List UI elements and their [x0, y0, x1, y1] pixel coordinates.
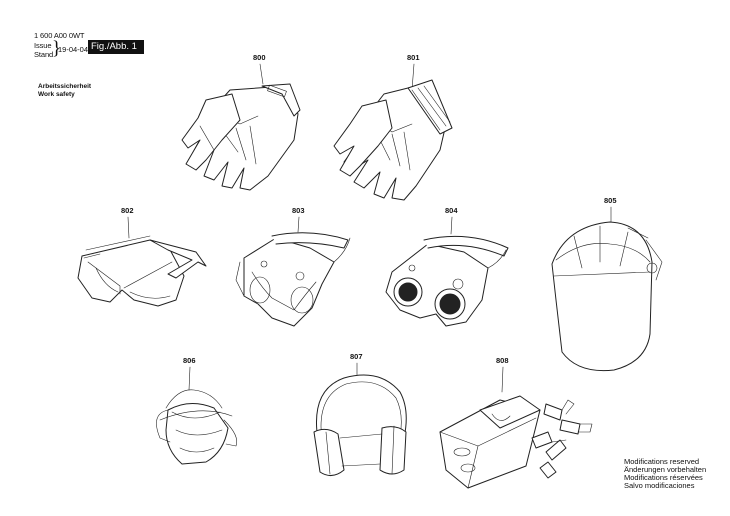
leader-lines: [127, 63, 612, 393]
ear-plugs-icon: [439, 395, 593, 489]
page-title: Arbeitssicherheit Work safety: [38, 83, 91, 99]
part-number-802: 802: [121, 206, 134, 215]
part-number-807: 807: [350, 352, 363, 361]
issue-stand-labels: Issue Stand: [34, 41, 53, 59]
title-german: Arbeitssicherheit: [38, 83, 92, 90]
ear-muffs-icon: [313, 374, 407, 476]
issue-label: Issue: [34, 41, 52, 50]
work-gloves-icon: [333, 79, 453, 201]
stand-label: Stand: [34, 50, 54, 59]
part-number-806: 806: [183, 356, 196, 365]
document-number: 1 600 A00 0WT: [34, 31, 85, 40]
note-german: Änderungen vorbehalten: [624, 465, 707, 474]
part-number-805: 805: [604, 196, 617, 205]
part-number-804: 804: [445, 206, 458, 215]
figure-label: Fig./Abb. 1: [88, 40, 144, 54]
safety-glasses-icon: [77, 235, 207, 307]
welding-goggles-icon: [385, 235, 509, 327]
part-number-803: 803: [292, 206, 305, 215]
part-number-808: 808: [496, 356, 509, 365]
dust-mask-icon: [156, 389, 238, 465]
title-english: Work safety: [38, 91, 75, 98]
face-shield-icon: [551, 221, 663, 372]
part-number-800: 800: [253, 53, 266, 62]
note-french: Modifications réservées: [624, 473, 703, 482]
note-spanish: Salvo modificaciones: [624, 481, 695, 490]
brace-glyph: }: [52, 38, 62, 59]
note-english: Modifications reserved: [624, 457, 700, 466]
safety-goggles-icon: [235, 232, 351, 327]
issue-date: 19-04-04: [58, 45, 89, 54]
modification-notes: Modifications reserved Änderungen vorbeh…: [624, 458, 706, 490]
part-number-801: 801: [407, 53, 420, 62]
leather-gloves-icon: [181, 83, 301, 191]
